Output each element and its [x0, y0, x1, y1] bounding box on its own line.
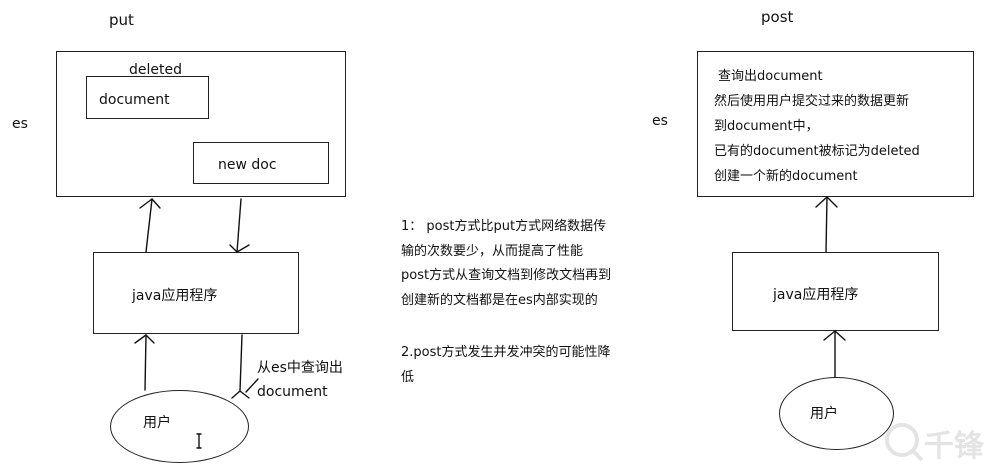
note-connector	[245, 378, 259, 393]
document-box	[86, 76, 209, 119]
es-box-right-line: 然后使用用户提交过来的数据更新	[714, 94, 910, 109]
middle-note-line: post方式从查询文档到修改文档再到	[401, 268, 612, 283]
middle-note-line: 1： post方式比put方式网络数据传	[401, 219, 607, 234]
java-app-box-right	[732, 252, 939, 331]
java-app-label-right: java应用程序	[773, 287, 859, 303]
query-note-line2: document	[257, 384, 328, 400]
watermark-text: 千锋	[924, 429, 985, 464]
user-ellipse-left	[110, 390, 249, 463]
middle-note-line: 2.post方式发生并发冲突的可能性降	[401, 345, 611, 360]
es-box-right	[697, 51, 974, 197]
java-app-box-left	[93, 252, 299, 334]
deleted-label: deleted	[129, 62, 182, 78]
arrow-java-to-es-right	[825, 196, 828, 253]
middle-note-2: 2.post方式发生并发冲突的可能性降 低	[401, 341, 610, 390]
logo-watermark-icon: 千锋	[885, 423, 985, 464]
user-label-left: 用户	[143, 415, 171, 431]
es-box-right-line: 创建一个新的document	[714, 169, 858, 184]
middle-note-1: 1： post方式比put方式网络数据传 输的次数要少，从而提高了性能 post…	[401, 215, 611, 313]
es-label-left: es	[12, 116, 28, 132]
arrow-es-to-java-left	[236, 198, 242, 253]
es-box-left	[56, 51, 346, 197]
middle-note-line: 创建新的文档都是在es内部实现的	[401, 292, 598, 308]
query-note-line1: 从es中查询出	[257, 360, 343, 376]
es-label-right: es	[652, 113, 668, 129]
java-app-label-left: java应用程序	[132, 288, 218, 304]
arrow-user-to-java-left	[144, 334, 147, 391]
arrowhead-up-left	[139, 198, 161, 209]
arrowhead-up-user-left	[134, 334, 155, 344]
arrowhead-up-user-right	[823, 330, 846, 341]
user-ellipse-right	[779, 377, 894, 450]
put-title: put	[109, 11, 134, 29]
middle-note-line: 输的次数要少，从而提高了性能	[401, 243, 584, 259]
arrowhead-down-user-left	[231, 390, 250, 399]
es-box-right-line: 到document中，	[714, 119, 819, 134]
es-box-right-line: 已有的document被标记为deleted	[714, 144, 920, 159]
user-label-right: 用户	[810, 406, 838, 422]
new-doc-label: new doc	[218, 157, 277, 173]
es-box-right-line: 查询出document	[718, 69, 823, 84]
es-box-right-text: 查询出document 然后使用用户提交过来的数据更新 到document中， …	[714, 64, 920, 189]
middle-note-line: 低	[401, 369, 415, 385]
arrowhead-up-right	[815, 196, 838, 208]
arrow-java-to-user-left	[239, 334, 243, 392]
text-cursor-icon	[196, 433, 202, 449]
arrow-java-to-es-left	[145, 198, 153, 253]
new-doc-box	[193, 142, 329, 184]
arrowhead-down-left	[229, 244, 250, 253]
post-title: post	[761, 8, 794, 26]
document-label: document	[99, 92, 170, 108]
